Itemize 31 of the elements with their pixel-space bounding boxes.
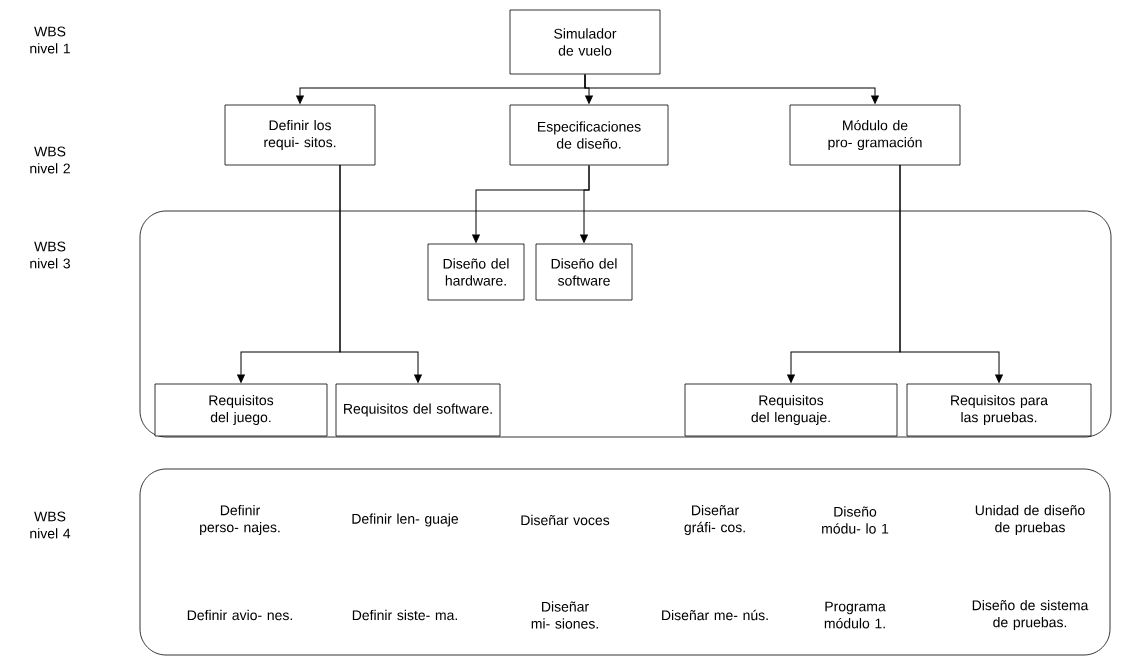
arrow (339, 164, 422, 383)
task-box: Diseño del software (535, 243, 633, 301)
task-text: Diseñar gráfi- cos. (684, 505, 745, 536)
task-box: Diseño del hardware. (427, 243, 525, 301)
level-label: WBS nivel 2 (30, 146, 70, 174)
level-label: WBS nivel 4 (30, 511, 71, 539)
arrow (899, 164, 1003, 383)
task-text: Diseñar voces (521, 514, 610, 526)
task-text: Diseño de sistema de pruebas. (972, 600, 1089, 631)
task-box: Requisitos del software. (335, 383, 501, 437)
task-text: Programa módulo 1. (824, 601, 886, 629)
task-box: Especificaciones de diseño. (509, 104, 669, 166)
level-label: WBS nivel 3 (30, 241, 70, 269)
task-box: Módulo de pro- gramación (789, 104, 961, 166)
arrow (584, 73, 879, 104)
arrow (580, 164, 590, 243)
task-text: Definir siste- ma. (352, 609, 457, 621)
task-text: Definir len- guaje (352, 513, 459, 527)
task-text: Diseño módu- lo 1 (822, 506, 889, 534)
task-text: Definir perso- najes. (200, 505, 280, 536)
task-box: Requisitos del juego. (154, 383, 328, 437)
task-box: Requisitos para las pruebas. (906, 383, 1092, 437)
level-label: WBS nivel 1 (30, 26, 70, 54)
task-box: Simulador de vuelo (509, 9, 661, 75)
task-text: Diseñar mi- siones. (531, 601, 598, 629)
task-text: Unidad de diseño de pruebas (975, 505, 1085, 536)
group-band (139, 210, 1112, 438)
task-text: Diseñar me- nús. (662, 609, 768, 621)
task-text: Definir avio- nes. (187, 609, 292, 621)
task-box: Definir los requi- sitos. (224, 104, 376, 166)
task-box: Requisitos del lenguaje. (684, 383, 898, 437)
